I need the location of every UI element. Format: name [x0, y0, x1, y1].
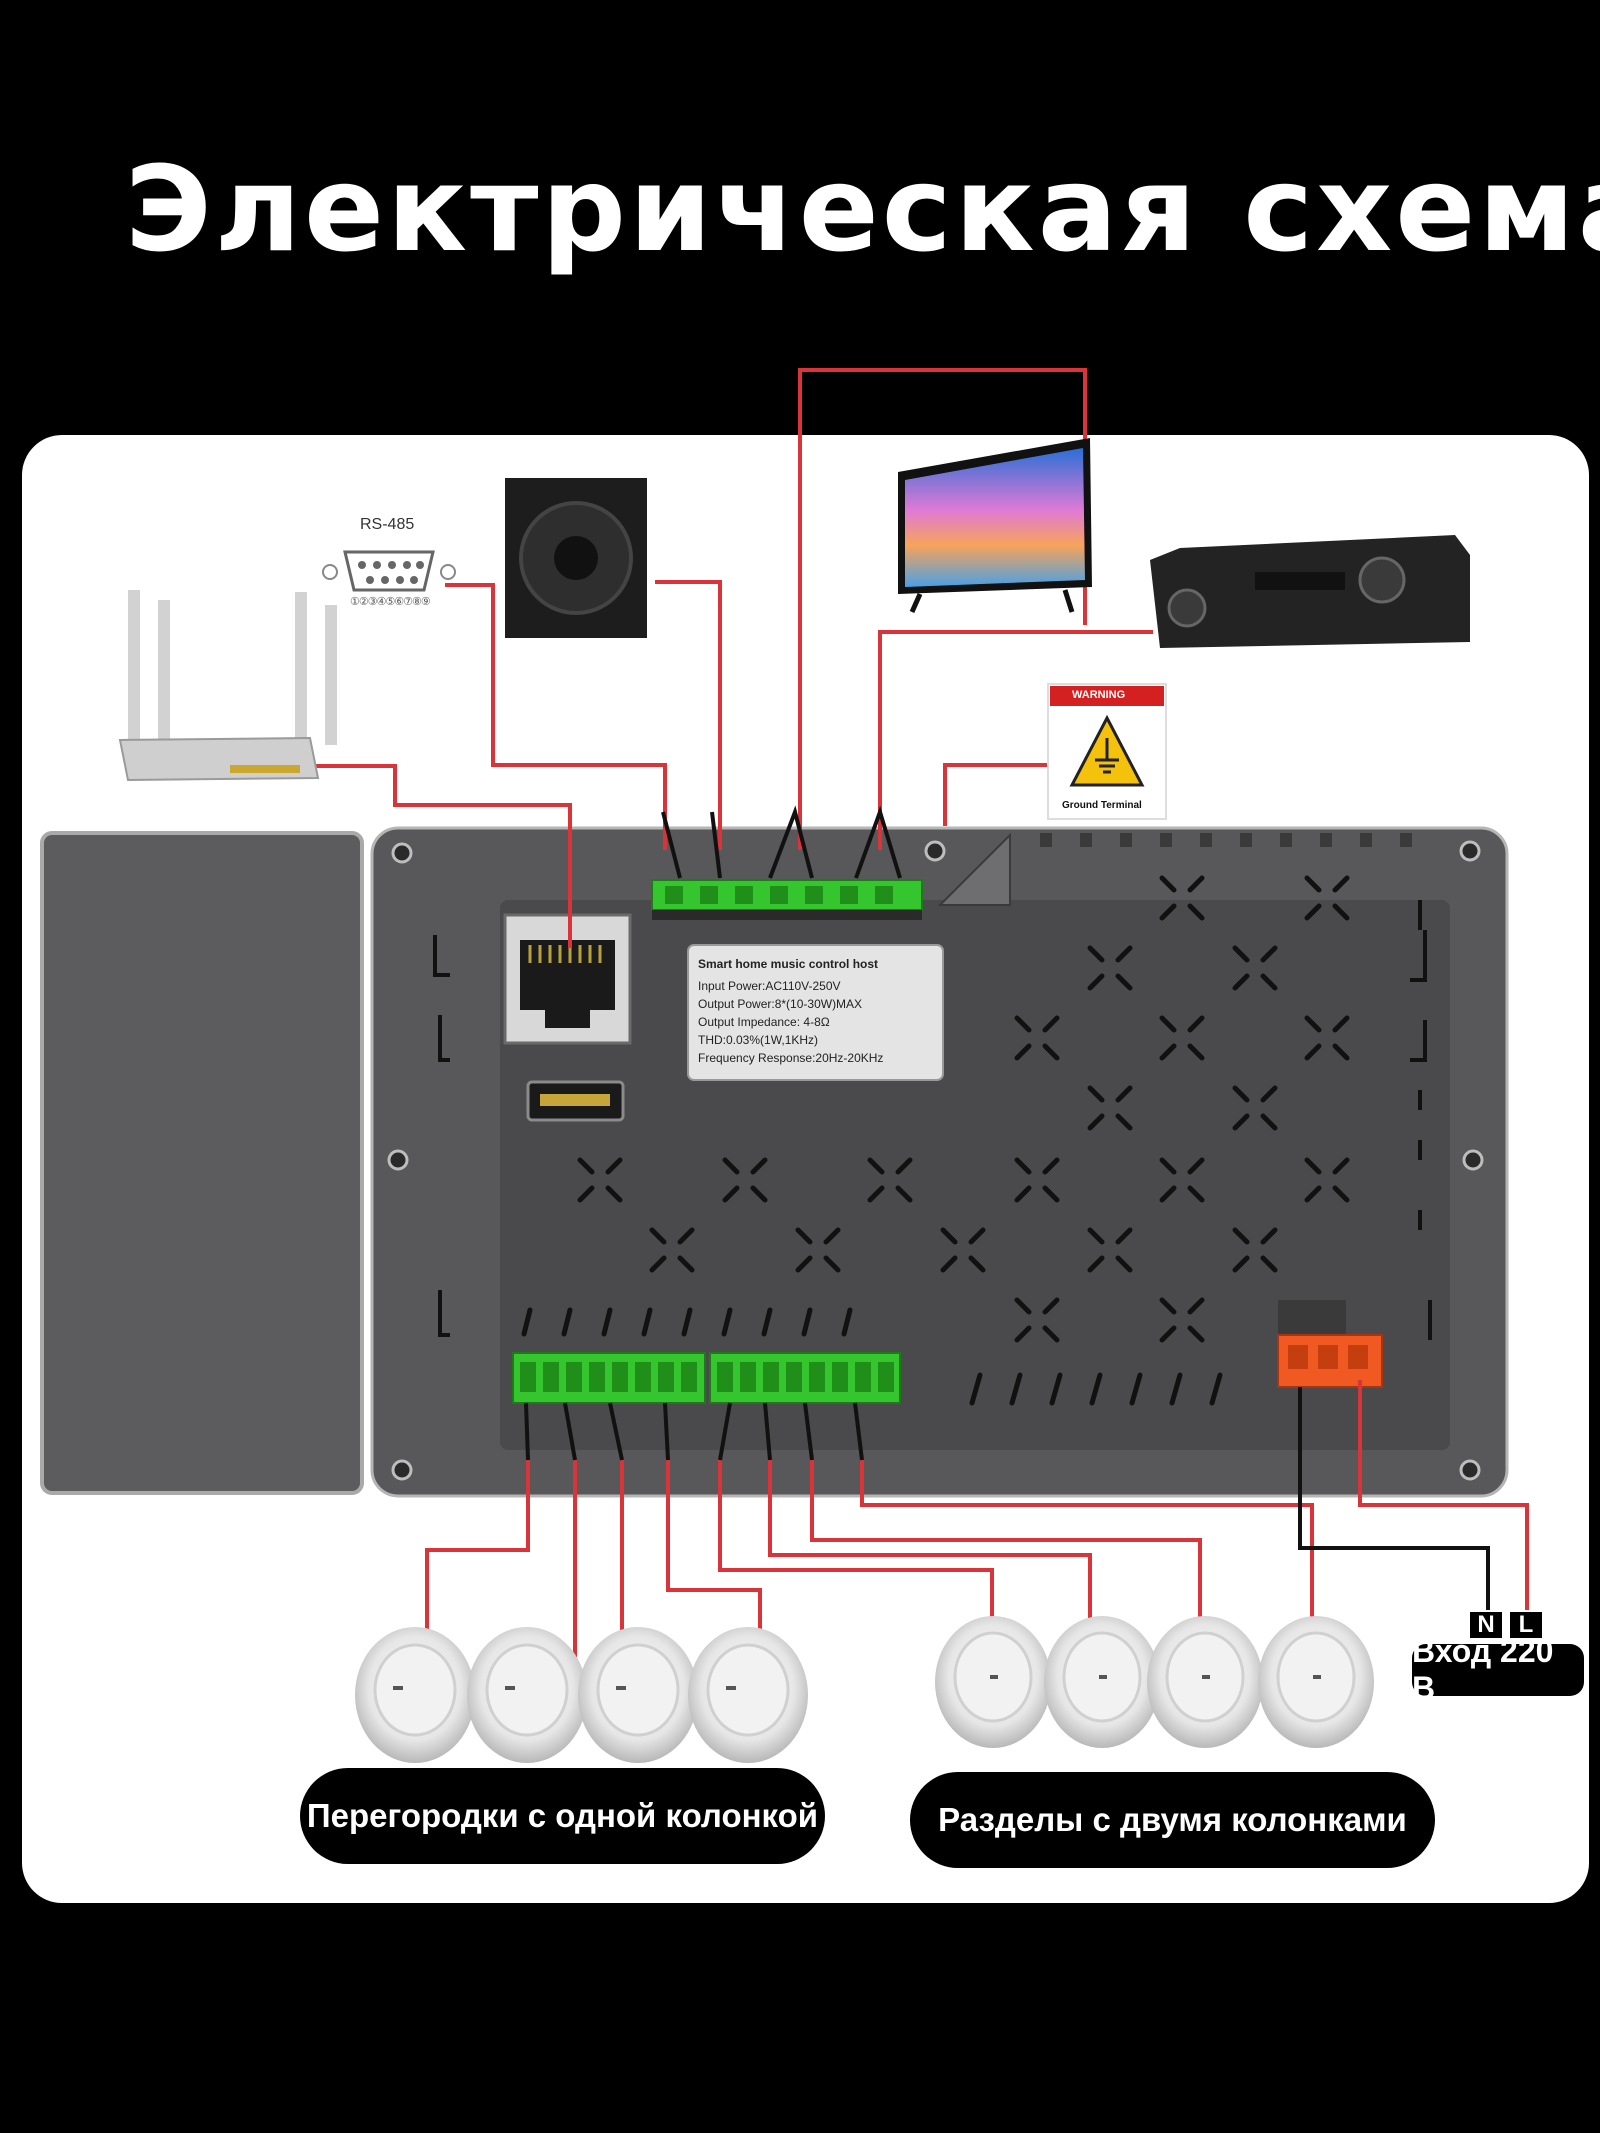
screw — [1459, 1459, 1481, 1481]
black-wires — [524, 805, 1490, 1610]
screw — [1459, 840, 1481, 862]
bottom-terminal-block-left — [512, 1352, 706, 1404]
spec-heading: Smart home music control host — [698, 957, 879, 971]
vent — [1159, 1015, 1205, 1061]
vent — [1232, 1227, 1278, 1273]
spec-line: Output Impedance: 4-8Ω — [698, 1015, 830, 1029]
vent — [649, 1227, 695, 1273]
screw — [924, 840, 946, 862]
warning-sign-icon — [1047, 683, 1167, 820]
ground-terminal-caption: Ground Terminal — [1062, 800, 1142, 811]
front-cover — [40, 831, 364, 1495]
spec-line: Output Power:8*(10-30W)MAX — [698, 997, 863, 1011]
vent — [577, 1157, 623, 1203]
bottom-notches — [521, 1307, 1223, 1406]
vent — [1087, 945, 1133, 991]
vent — [1232, 945, 1278, 991]
page-title: Электрическая схема — [125, 140, 1600, 278]
vent — [1159, 1157, 1205, 1203]
spec-line: Frequency Response:20Hz-20KHz — [698, 1051, 884, 1065]
ceiling-speaker-icon — [1147, 1616, 1263, 1748]
vent — [1159, 1297, 1205, 1343]
rs485-label: RS-485 — [360, 516, 415, 533]
ceiling-speaker-icon — [935, 1616, 1051, 1748]
vent-marks — [577, 875, 1350, 1343]
spec-line: Input Power:AC110V-250V — [698, 979, 841, 993]
host-spec-label: Smart home music control host Input Powe… — [698, 955, 883, 1067]
spec-line: THD:0.03%(1W,1KHz) — [698, 1033, 819, 1047]
vent — [1014, 1157, 1060, 1203]
subwoofer-icon — [505, 478, 647, 638]
rs485-connector-icon — [322, 550, 456, 592]
side-slots — [433, 900, 1432, 1340]
double-speaker-caption: Разделы с двумя колонками — [910, 1772, 1435, 1868]
vent — [795, 1227, 841, 1273]
vent — [867, 1157, 913, 1203]
bottom-terminal-block-right — [709, 1352, 901, 1404]
screw — [391, 842, 413, 864]
power-input-label: Вход 220 В — [1412, 1633, 1584, 1706]
screws — [387, 840, 1484, 1481]
av-receiver-icon — [1150, 535, 1470, 648]
vent — [1232, 1085, 1278, 1131]
rs485-pin-numbers: ①②③④⑤⑥⑦⑧⑨ — [350, 596, 431, 608]
vent — [1159, 875, 1205, 921]
vent — [722, 1157, 768, 1203]
vent — [1304, 875, 1350, 921]
vent — [1087, 1227, 1133, 1273]
vent — [1087, 1085, 1133, 1131]
tv-icon — [898, 438, 1092, 614]
top-teeth — [1040, 833, 1412, 847]
ceiling-speaker-icon — [688, 1627, 808, 1763]
vent — [1304, 1015, 1350, 1061]
screw — [387, 1149, 409, 1171]
vent — [1014, 1015, 1060, 1061]
vent — [940, 1227, 986, 1273]
warning-header: WARNING — [1072, 689, 1126, 701]
power-terminal — [1277, 1300, 1383, 1388]
ceiling-speaker-icon — [355, 1627, 475, 1763]
ceiling-speaker-icon — [1044, 1616, 1160, 1748]
neutral-label: N — [1470, 1611, 1502, 1638]
speakers-single — [355, 1627, 808, 1763]
ceiling-speaker-icon — [578, 1627, 698, 1763]
host-label-sticker — [687, 944, 944, 1081]
ethernet-port — [503, 913, 632, 1045]
screw — [391, 1459, 413, 1481]
screw — [1462, 1149, 1484, 1171]
ceiling-speaker-icon — [1258, 1616, 1374, 1748]
live-label: L — [1510, 1611, 1542, 1638]
ceiling-speaker-icon — [467, 1627, 587, 1763]
vent — [1304, 1157, 1350, 1203]
router-icon — [118, 590, 337, 782]
vent — [1014, 1297, 1060, 1343]
speakers-double — [935, 1616, 1374, 1748]
ground-plate — [937, 832, 1011, 906]
hdmi-port — [526, 1080, 625, 1122]
single-speaker-caption: Перегородки с одной колонкой — [300, 1768, 825, 1864]
top-terminal-block — [651, 879, 923, 920]
